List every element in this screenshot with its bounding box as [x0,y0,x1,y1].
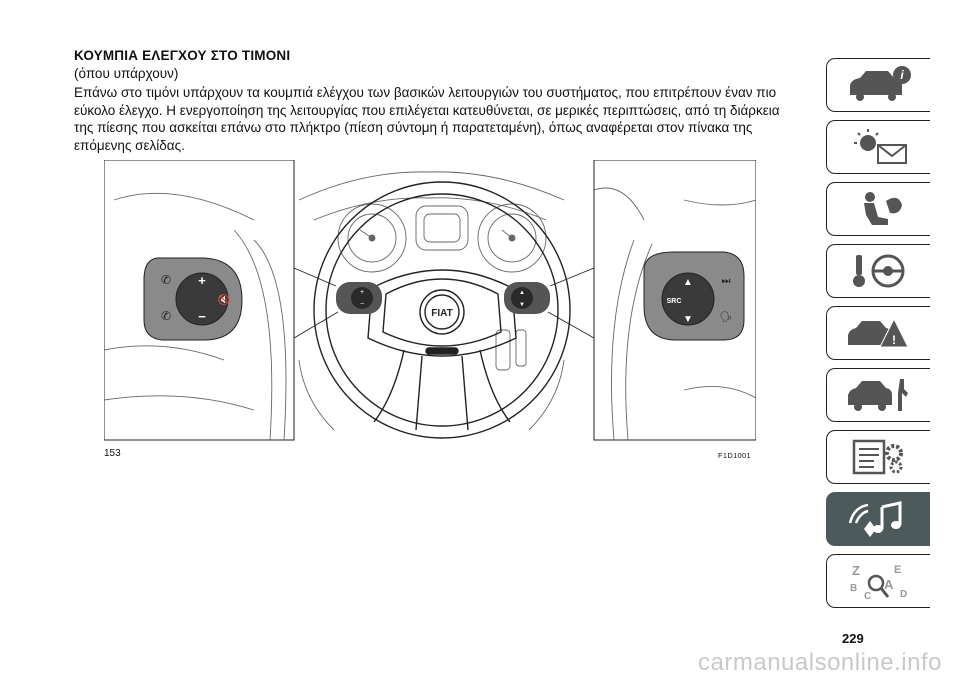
arrow-up-icon: ▲ [683,277,693,288]
phone-answer-icon: ✆ [161,273,171,287]
svg-text:i: i [900,68,904,82]
car-maintenance-tools-icon [847,379,908,411]
svg-text:!: ! [892,333,896,347]
voice-command-icon: 🗣 [720,311,733,323]
svg-text:+: + [360,289,364,296]
watermark-bar: carmanualsonline.info [0,649,960,683]
tab-technical-data[interactable] [826,430,930,484]
mute-icon: 🔇 [218,293,230,306]
warning-lights-message-icon [853,129,907,164]
dashboard-illustration [298,171,565,431]
svg-text:B: B [850,583,857,594]
arrow-down-icon: ▼ [683,314,693,325]
volume-up-icon: + [198,273,206,288]
svg-text:A: A [884,577,894,592]
technical-data-gears-icon [852,439,903,475]
steering-wheel-controls-figure: FIAT + − ▲ ▼ [104,160,756,442]
volume-down-icon: − [198,309,206,324]
section-subtitle: (όπου υπάρχουν) [74,66,179,81]
svg-text:D: D [900,589,907,600]
svg-text:Z: Z [852,563,860,578]
wheel-right-buttons: ▲ ▼ [504,282,550,314]
figure-number: 153 [104,448,121,459]
right-detail-panel: ▲ ▼ SRC ⏭ 🗣 [593,160,756,441]
skip-next-icon: ⏭ [722,276,731,287]
car-info-icon: i [849,66,911,101]
multimedia-music-icon [848,501,901,537]
figure-code: F1D1001 [718,451,751,460]
svg-text:−: − [360,301,364,308]
tab-maintenance[interactable] [826,368,930,422]
fiat-logo: FIAT [431,308,452,319]
tab-car-info[interactable]: i [826,58,930,112]
svg-text:▲: ▲ [519,290,525,296]
tab-starting-driving[interactable] [826,244,930,298]
car-crash-warning-icon: ! [847,317,909,348]
src-label: SRC [667,298,682,305]
left-detail-panel: + − 🔇 ✆ ✆ [104,160,295,441]
alphabetical-index-search-icon: Z E B A D C [850,563,907,601]
svg-text:C: C [864,591,871,601]
tab-emergency[interactable]: ! [826,306,930,360]
key-steering-wheel-icon [852,254,904,288]
seat-airbag-icon [863,192,902,225]
section-title: ΚΟΥΜΠΙΑ ΕΛΕΓΧΟΥ ΣΤΟ ΤΙΜΟΝΙ [74,48,291,63]
body-paragraph: Επάνω στο τιμόνι υπάρχουν τα κουμπιά ελέ… [74,85,780,153]
svg-text:E: E [894,564,901,576]
tab-warning-lights[interactable] [826,120,930,174]
tab-multimedia[interactable] [826,492,930,546]
watermark-text: carmanualsonline.info [698,649,942,676]
tab-safety[interactable] [826,182,930,236]
wheel-left-buttons: + − [336,282,382,314]
steering-wheel [313,181,571,439]
page-number: 229 [842,631,864,646]
phone-hangup-icon: ✆ [161,309,171,323]
svg-text:▼: ▼ [519,302,525,308]
tab-index[interactable]: Z E B A D C [826,554,930,608]
